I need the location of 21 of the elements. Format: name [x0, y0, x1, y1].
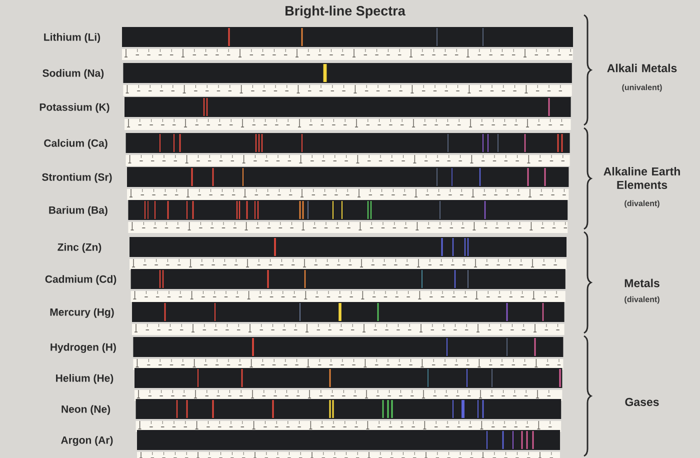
group-label: Alkali Metals [607, 64, 677, 72]
valence-note: (divalent) [624, 296, 660, 304]
element-label: Sodium (Na) [42, 69, 104, 79]
element-label: Potassium (K) [40, 103, 110, 113]
group-label: Alkaline Earth Elements [604, 167, 680, 189]
valence-note: (univalent) [622, 84, 662, 92]
element-label: Lithium (Li) [44, 33, 100, 43]
element-label: Cadmium (Cd) [45, 275, 116, 285]
group-label: Metals [624, 278, 660, 288]
element-label: Calcium (Ca) [44, 139, 108, 149]
element-label: Mercury (Hg) [50, 308, 114, 318]
element-label: Strontium (Sr) [42, 173, 112, 183]
element-label: Hydrogen (H) [50, 343, 116, 353]
title: Bright-line Spectra [286, 6, 406, 18]
element-label: Zinc (Zn) [58, 243, 102, 253]
element-label: Helium (He) [56, 374, 114, 384]
element-label: Argon (Ar) [61, 436, 113, 446]
element-label: Barium (Ba) [49, 206, 108, 216]
group-label: Gases [625, 398, 659, 406]
valence-note: (divalent) [624, 200, 660, 208]
element-label: Neon (Ne) [62, 405, 110, 415]
